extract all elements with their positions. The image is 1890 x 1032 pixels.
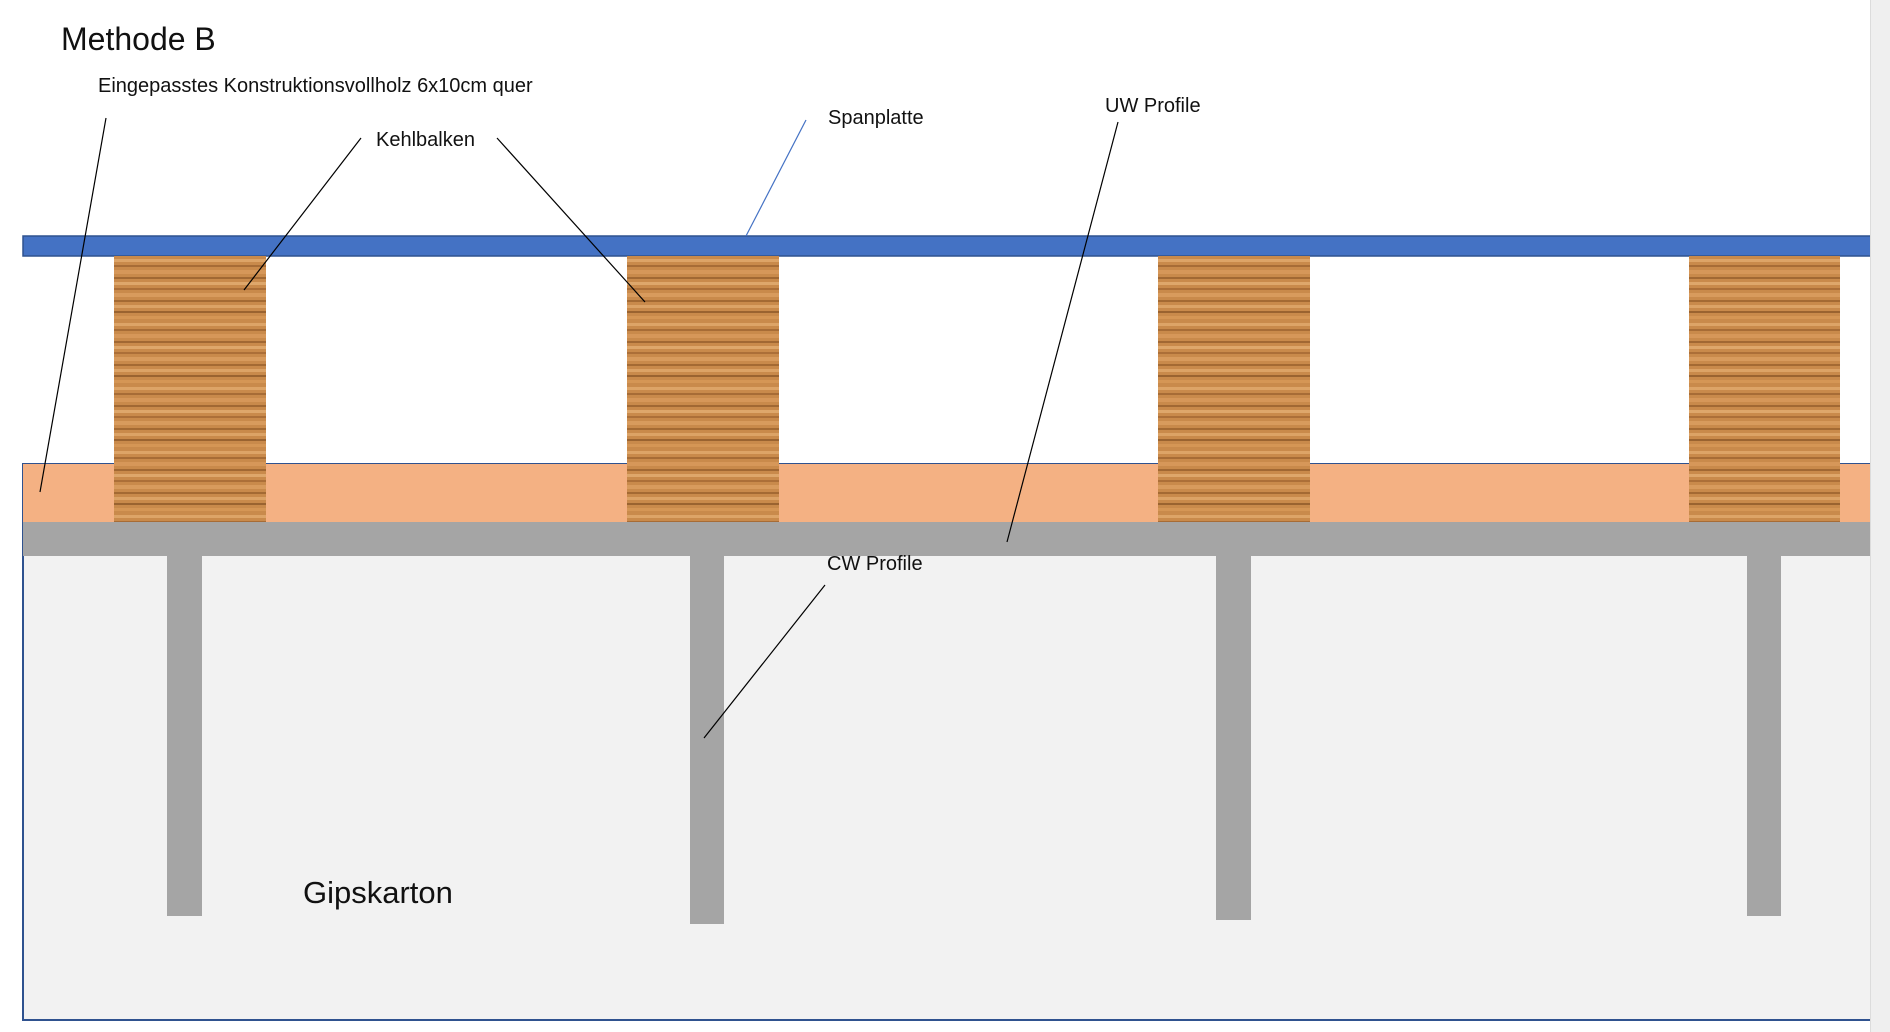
cw-profile-leader-line [703, 584, 826, 739]
vertical-scrollbar[interactable] [1870, 0, 1890, 1032]
cw-profile-stud-1 [167, 556, 202, 916]
uw-profile-leader-line [1006, 121, 1119, 543]
uw-profile-label: UW Profile [1105, 95, 1201, 117]
gipskarton-label: Gipskarton [303, 875, 453, 910]
kvh-label: Eingepasstes Konstruktionsvollholz 6x10c… [98, 75, 533, 97]
cw-profile-stud-4 [1747, 556, 1781, 916]
page-title: Methode B [61, 21, 216, 57]
kehlbalken-beam-4 [1689, 256, 1840, 522]
kvh-strip [23, 464, 1877, 522]
kehlbalken-leader-line-1 [243, 137, 362, 291]
gipskarton-board [22, 463, 1878, 1021]
spanplatte-label: Spanplatte [828, 107, 924, 129]
cw-profile-stud-3 [1216, 556, 1251, 920]
spanplatte-board [22, 235, 1878, 257]
kehlbalken-beam-2 [627, 256, 779, 522]
kehlbalken-label: Kehlbalken [376, 129, 475, 151]
kehlbalken-beam-1 [114, 256, 266, 522]
cw-profile-stud-2 [690, 556, 724, 924]
kvh-leader-line [39, 117, 107, 493]
cw-profile-label: CW Profile [827, 553, 923, 575]
kehlbalken-beam-3 [1158, 256, 1310, 522]
uw-profile-rail [23, 522, 1877, 556]
kehlbalken-leader-line-2 [496, 137, 646, 303]
spanplatte-leader-line [745, 119, 807, 237]
